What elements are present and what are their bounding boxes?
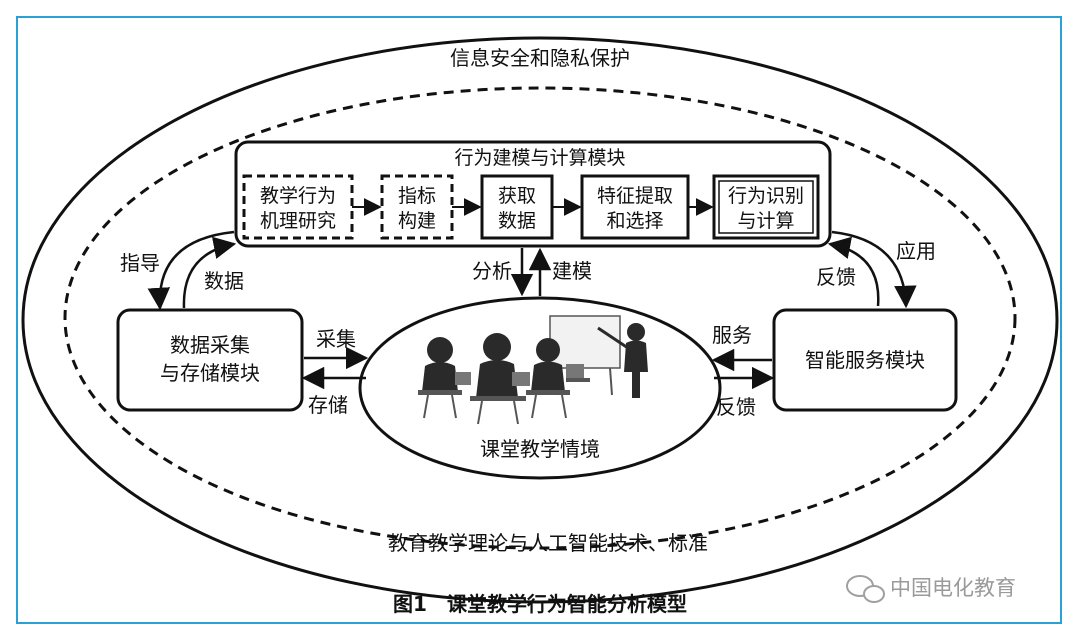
step-box-feature: 特征提取 和选择 [580, 174, 690, 240]
step-acquire-line2: 数据 [498, 210, 536, 232]
step-acquire-line1: 获取 [498, 185, 536, 207]
step-recognition-line2: 与计算 [737, 210, 794, 232]
watermark-text: 中国电化教育 [890, 576, 1016, 600]
classroom-illustration-icon [418, 315, 648, 425]
data-label: 数据 [204, 269, 244, 293]
data-collection-line1: 数据采集 [170, 333, 250, 357]
step-feature-line2: 和选择 [606, 210, 663, 232]
step-box-mechanism: 教学行为 机理研究 [242, 174, 354, 240]
store-label: 存储 [308, 393, 348, 417]
inner-dashed-ellipse [63, 86, 1017, 550]
behavior-modeling-title: 行为建模与计算模块 [454, 147, 625, 169]
arrow-feedback-top [827, 236, 880, 307]
step-feature-line1: 特征提取 [597, 185, 673, 207]
wechat-icon [846, 575, 885, 603]
step-recognition-line1: 行为识别 [728, 185, 804, 207]
analyze-label: 分析 [472, 259, 512, 283]
classroom-title: 课堂教学情境 [480, 437, 600, 461]
arrow-guide [147, 230, 235, 311]
step-mechanism-line1: 教学行为 [260, 185, 336, 207]
step-indicator-line2: 构建 [398, 210, 436, 232]
figure-frame [16, 16, 1062, 624]
outer-ellipse [21, 36, 1059, 604]
guide-label: 指导 [120, 251, 160, 275]
feedback-bottom-label: 反馈 [716, 395, 756, 419]
intelligent-service-module [772, 308, 958, 412]
step-box-recognition: 行为识别 与计算 [712, 174, 820, 240]
step-indicator-line1: 指标 [398, 185, 436, 207]
service-label: 服务 [712, 323, 752, 347]
data-collection-module [116, 308, 304, 412]
theory-label: 教育教学理论与人工智能技术、标准 [388, 531, 708, 555]
arrow-apply [831, 230, 917, 309]
step-box-acquire: 获取 数据 [480, 174, 554, 240]
step-mechanism-line2: 机理研究 [260, 210, 336, 232]
security-label: 信息安全和隐私保护 [450, 46, 630, 70]
feedback-top-label: 反馈 [816, 265, 856, 289]
data-collection-line2: 与存储模块 [160, 361, 260, 385]
figure-caption: 图1 课堂教学行为智能分析模型 [393, 592, 687, 616]
collect-label: 采集 [316, 327, 356, 351]
step-box-indicator: 指标 构建 [380, 174, 454, 240]
model-label: 建模 [552, 259, 592, 283]
intelligent-service-title: 智能服务模块 [805, 348, 925, 372]
arrow-data [182, 236, 237, 309]
apply-label: 应用 [896, 239, 936, 263]
